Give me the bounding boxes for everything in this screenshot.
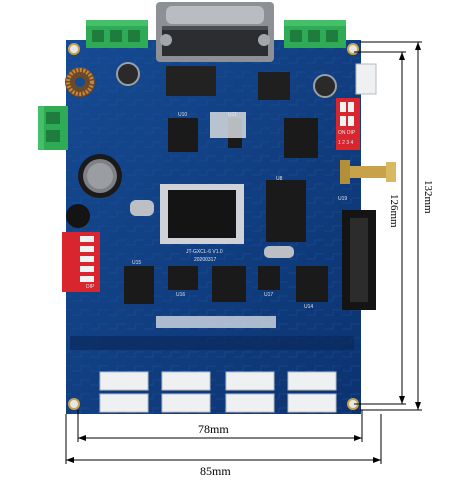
ic-chip — [284, 118, 318, 158]
mount-hole — [68, 43, 80, 55]
buzzer — [66, 204, 90, 228]
sma-connector — [340, 160, 396, 184]
chip-label: U14 — [304, 304, 314, 310]
dimension-height-outer: 132mm — [422, 180, 434, 214]
dimension-width-outer: 85mm — [200, 464, 231, 478]
ic-chip — [168, 118, 198, 152]
ic-chip — [168, 266, 198, 290]
chip-label: U11 — [228, 112, 237, 118]
terminal-block-left — [38, 106, 68, 150]
ic-chip — [212, 266, 246, 302]
component-row — [70, 336, 354, 350]
board-name-silk: JT-GXCL-6 V1.0 — [186, 249, 223, 255]
crystal — [264, 246, 294, 258]
dimension-height-inner: 126mm — [388, 194, 400, 228]
chip-label: U16 — [176, 292, 186, 298]
dip-switch-right — [336, 98, 360, 150]
ic-chip — [124, 266, 154, 304]
chip-label: U17 — [264, 292, 274, 298]
mount-hole — [68, 398, 80, 410]
ic-chip — [266, 180, 306, 242]
dip-right-numbers: 1 2 3 4 — [338, 140, 354, 146]
inductor-block — [258, 72, 290, 100]
chip-label: U15 — [132, 260, 142, 266]
dip-left-on: ON — [86, 238, 94, 244]
terminal-block-top-right — [284, 20, 346, 48]
chip-label: U19 — [338, 196, 348, 202]
box-header-connector — [342, 210, 376, 310]
dimension-lines — [65, 41, 422, 464]
jst-connector-row — [99, 371, 337, 413]
component-row — [156, 316, 276, 328]
dip-left-label: DIP — [86, 284, 95, 290]
board-code-silk: 20200317 — [194, 257, 217, 263]
db9-connector — [156, 2, 274, 62]
chip-label: U8 — [276, 176, 283, 182]
ic-chip — [296, 266, 328, 302]
crystal — [130, 200, 154, 216]
dip-switch-left — [62, 232, 100, 292]
led-array — [210, 112, 246, 138]
ic-chip — [258, 266, 280, 290]
terminal-block-top-left — [86, 20, 148, 48]
dip-right-label: ON DIP — [338, 130, 356, 136]
mcu-chip — [160, 184, 244, 244]
capacitor — [313, 74, 337, 98]
coin-battery — [78, 154, 122, 198]
dimension-width-inner: 78mm — [198, 422, 229, 436]
jst-connector — [355, 63, 377, 95]
capacitor — [116, 62, 140, 86]
chip-label: U10 — [178, 112, 188, 118]
regulator-chip — [166, 66, 216, 96]
toroid-inductor — [65, 67, 95, 97]
